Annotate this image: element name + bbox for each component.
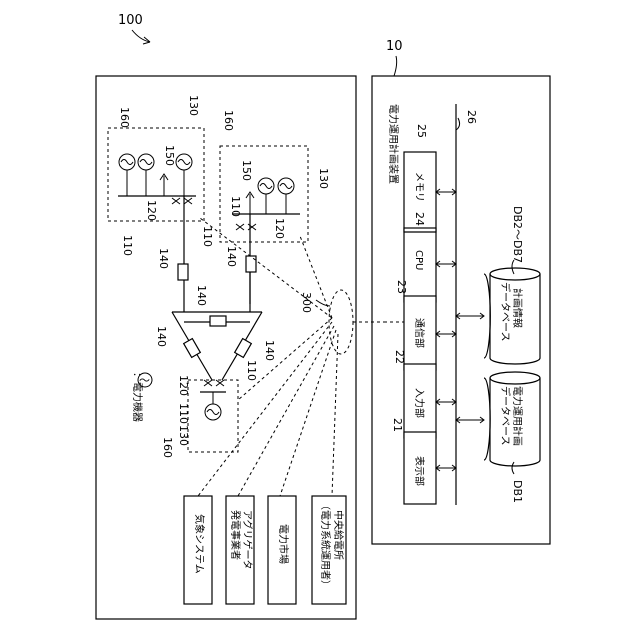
ref-110: 110 bbox=[229, 196, 242, 217]
ref-160: 160 bbox=[161, 437, 174, 458]
entity-label: アグリゲータ bbox=[241, 510, 254, 570]
ref-140: 140 bbox=[225, 246, 238, 267]
ref-130: 130 bbox=[177, 425, 190, 446]
unit-label: 入力部 bbox=[413, 388, 426, 418]
entity-label: （電力系統運用者） bbox=[319, 500, 332, 590]
ref-110: 110 bbox=[177, 403, 190, 424]
svg-text:：電力機器: ：電力機器 bbox=[131, 372, 144, 422]
ref-130: 130 bbox=[187, 95, 200, 116]
entity-label: 電力市場 bbox=[277, 524, 290, 564]
entity-label: 中央給電所 bbox=[332, 510, 345, 560]
db-label: 電力運用計画 bbox=[511, 386, 524, 446]
ref-140: 140 bbox=[263, 340, 276, 361]
ref-26: 26 bbox=[465, 110, 478, 124]
ref-150: 150 bbox=[163, 145, 176, 166]
ref-150: 150 bbox=[240, 160, 253, 181]
ref-110: 110 bbox=[201, 226, 214, 247]
ref-140: 140 bbox=[157, 248, 170, 269]
ref-24: 24 bbox=[413, 212, 426, 226]
entity-label: 気象システム bbox=[193, 514, 206, 574]
db-label: 計画情報 bbox=[511, 288, 524, 328]
device-title: 電力運用計画装置 bbox=[387, 104, 400, 184]
ref-25: 25 bbox=[415, 124, 428, 138]
ref-110: 110 bbox=[245, 360, 258, 381]
generator-icon bbox=[119, 154, 192, 170]
ref-110: 110 bbox=[121, 235, 134, 256]
generator-icon bbox=[205, 404, 221, 420]
ref-120: 120 bbox=[145, 200, 158, 221]
ref-140: 140 bbox=[155, 326, 168, 347]
ref-160: 160 bbox=[222, 110, 235, 131]
db-label: データベース bbox=[499, 282, 512, 342]
generator-icon bbox=[258, 178, 294, 194]
ref-22: 22 bbox=[393, 350, 406, 364]
unit-label: 表示部 bbox=[413, 456, 426, 486]
unit-label: メモリ bbox=[413, 172, 424, 202]
ref-120: 120 bbox=[177, 375, 190, 396]
unit-label: 通信部 bbox=[413, 318, 426, 348]
ref-23: 23 bbox=[395, 280, 408, 294]
figure-ref: 100 bbox=[118, 13, 143, 28]
ref-140: 140 bbox=[195, 285, 208, 306]
ref-db2-db7: DB2～DB7 bbox=[511, 206, 524, 263]
ref-db1: DB1 bbox=[511, 480, 524, 503]
ref-130: 130 bbox=[317, 168, 330, 189]
connection-arrows bbox=[436, 189, 484, 471]
ref-120: 120 bbox=[273, 218, 286, 239]
region-160-c bbox=[188, 380, 238, 452]
entity-label: 発電事業者 bbox=[229, 510, 242, 560]
legend-power-device: ～ ：電力機器 bbox=[131, 372, 152, 422]
network-300 bbox=[329, 290, 353, 354]
db-label: データベース bbox=[499, 386, 512, 446]
unit-label: CPU bbox=[413, 250, 424, 270]
ref-10: 10 bbox=[386, 39, 403, 54]
ref-21: 21 bbox=[391, 418, 404, 432]
ref-160: 160 bbox=[118, 107, 131, 128]
